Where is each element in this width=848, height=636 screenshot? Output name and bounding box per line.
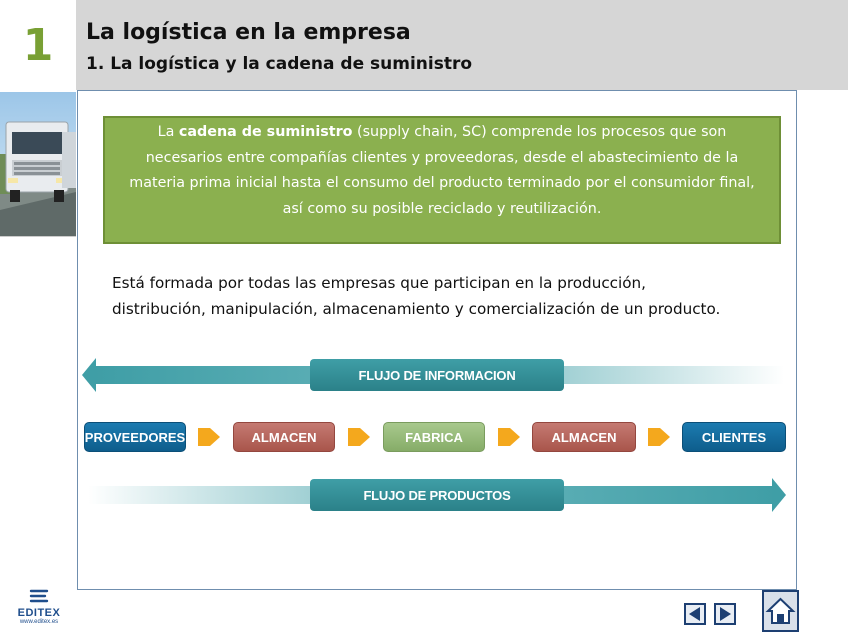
chevron-right-icon — [198, 428, 220, 446]
definition-prefix: La — [157, 124, 179, 140]
home-button[interactable] — [762, 590, 799, 632]
prev-button[interactable] — [684, 603, 706, 625]
definition-text: (supply chain, SC) comprende los proceso… — [129, 124, 755, 217]
node-fabrica: FABRICA — [383, 422, 485, 452]
editex-logo: EDITEX www.editex.es — [14, 588, 64, 628]
definition-term: cadena de suministro — [178, 124, 353, 140]
prev-arrow-icon — [689, 607, 700, 621]
definition-box: La cadena de suministro (supply chain, S… — [103, 116, 781, 244]
chevron-right-icon — [648, 428, 670, 446]
next-button[interactable] — [714, 603, 736, 625]
header-band — [0, 0, 848, 90]
truck-photo — [0, 92, 76, 237]
chevron-right-icon — [348, 428, 370, 446]
next-arrow-icon — [720, 607, 731, 621]
node-clientes: CLIENTES — [682, 422, 786, 452]
page-title: La logística en la empresa — [86, 20, 411, 45]
node-almacen-2: ALMACEN — [532, 422, 636, 452]
editex-mark-icon — [29, 589, 49, 603]
home-icon — [765, 597, 796, 624]
supply-chain-diagram: FLUJO DE INFORMACION FLUJO DE PRODUCTOS … — [80, 352, 792, 520]
unit-number: 1 — [22, 19, 54, 71]
editex-logo-url: www.editex.es — [19, 619, 59, 625]
body-text: Está formada por todas las empresas que … — [112, 274, 721, 318]
editex-logo-text: EDITEX — [17, 607, 61, 619]
node-almacen-1: ALMACEN — [233, 422, 335, 452]
node-proveedores: PROVEEDORES — [84, 422, 186, 452]
product-flow-label: FLUJO DE PRODUCTOS — [310, 479, 564, 511]
unit-number-box: 1 — [0, 0, 76, 90]
page-subtitle: 1. La logística y la cadena de suministr… — [86, 54, 473, 74]
chevron-right-icon — [498, 428, 520, 446]
info-flow-label: FLUJO DE INFORMACION — [310, 359, 564, 391]
